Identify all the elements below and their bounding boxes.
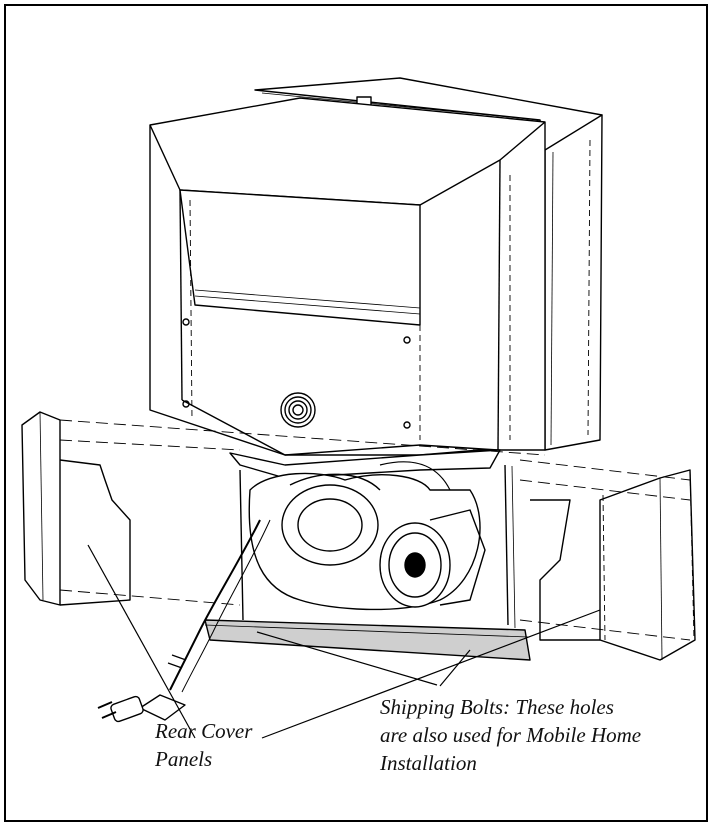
blower-frame xyxy=(204,464,531,661)
left-rear-cover-panel xyxy=(21,411,546,606)
callout-leader-lines xyxy=(87,544,601,739)
right-side-panel xyxy=(544,114,603,451)
hood-lip xyxy=(229,449,501,479)
right-rear-cover-panel xyxy=(519,459,696,661)
shipping-bolts-line1: Shipping Bolts: These holes xyxy=(380,695,614,719)
shipping-bolts-line3: Installation xyxy=(380,751,477,775)
rear-cover-line2: Panels xyxy=(155,747,213,771)
blower-scroll xyxy=(248,472,481,611)
shipping-bolts-line2: are also used for Mobile Home xyxy=(380,723,642,747)
shipping-bolts-callout: Shipping Bolts: These holes are also use… xyxy=(380,693,706,777)
power-plug-icon xyxy=(97,694,186,723)
power-cord xyxy=(167,461,451,693)
vent-grille-icon xyxy=(280,392,316,428)
firebox-hood xyxy=(149,97,546,456)
blower-motor xyxy=(379,509,486,608)
rear-cover-line1: Rear Cover xyxy=(155,719,253,743)
rear-cover-panels-callout: Rear Cover Panels xyxy=(155,717,305,773)
